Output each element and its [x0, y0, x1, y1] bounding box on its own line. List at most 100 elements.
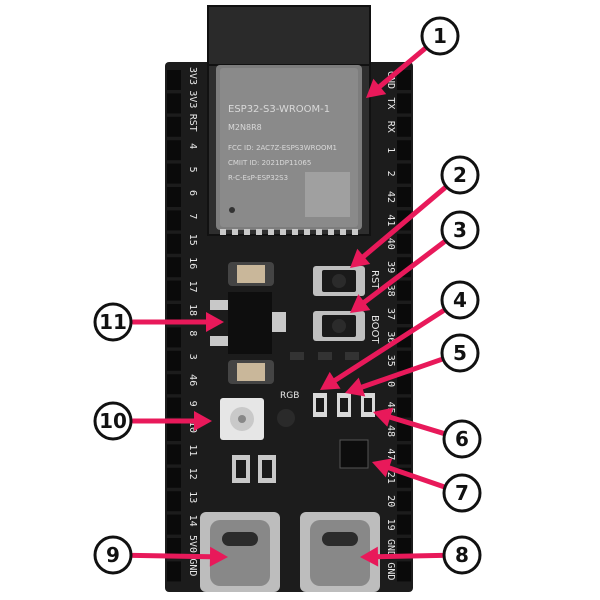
callout-arrowhead	[366, 78, 387, 98]
left-pin-label: 5	[187, 167, 198, 173]
right-pin-label: 45	[385, 402, 396, 414]
callout-arrowhead	[373, 407, 394, 427]
right-pin-label: 20	[385, 495, 396, 507]
callout-number: 3	[453, 218, 467, 242]
pin	[397, 491, 411, 512]
callout-arrowhead	[350, 248, 371, 268]
callout-5: 5	[345, 333, 480, 397]
callout-number: 8	[455, 543, 469, 567]
pin	[397, 187, 411, 207]
rst-button[interactable]	[313, 266, 365, 296]
usb-c-right	[300, 512, 380, 592]
callout-8: 8	[360, 535, 482, 575]
pin	[167, 397, 181, 418]
right-pin-label: 48	[385, 425, 396, 437]
module-line4: CMIIT ID: 2021DP11065	[228, 159, 311, 167]
pin	[397, 444, 411, 465]
pin	[397, 374, 411, 395]
pin	[167, 561, 181, 582]
left-pin-label: RST	[187, 114, 198, 132]
boot-silk-label: BOOT	[369, 315, 380, 344]
right-pin-label: 40	[385, 238, 396, 250]
qr-code	[305, 172, 350, 217]
pin	[397, 93, 411, 114]
left-pin-label: 3	[187, 354, 198, 360]
pin	[167, 116, 181, 137]
pin	[167, 93, 181, 114]
callout-arrowhead	[350, 294, 371, 313]
led-1	[313, 393, 327, 417]
pin	[397, 70, 411, 90]
left-pin-label: 14	[187, 515, 198, 527]
rgb-silk-label: RGB	[280, 391, 299, 401]
right-pin-label: GND	[385, 562, 396, 580]
callout-arrowhead	[209, 546, 228, 567]
callout-arrow	[130, 552, 221, 560]
callout-10: 10	[93, 401, 212, 441]
left-pin-label: 12	[187, 468, 198, 480]
callout-number: 7	[455, 481, 469, 505]
pin	[397, 350, 411, 371]
left-pin-labels: 3V33V3RST4567151617188346910111213145V0G…	[187, 67, 198, 576]
usb-c-left	[200, 512, 280, 592]
left-pin-label: 7	[187, 213, 198, 219]
right-pin-label: 42	[385, 191, 396, 203]
callout-4: 4	[320, 280, 480, 390]
usb-chip	[339, 439, 369, 469]
pin	[167, 514, 181, 535]
rst-silk-label: RST	[369, 270, 380, 290]
callout-arrow	[355, 185, 448, 265]
capacitor-bottom	[228, 360, 274, 384]
right-pin-label: 36	[385, 331, 396, 343]
callout-arrow	[351, 357, 444, 393]
diodes	[232, 455, 276, 483]
pin	[167, 140, 181, 161]
callout-1: 1	[366, 16, 460, 98]
right-pin-label: 19	[385, 519, 396, 531]
pin	[167, 350, 181, 371]
callout-3: 3	[350, 210, 480, 313]
callout-arrow	[371, 46, 428, 95]
pin	[167, 280, 181, 301]
right-pin-label: 35	[385, 355, 396, 367]
left-pin-label: 3V3	[187, 67, 198, 85]
callout-circle	[93, 401, 133, 441]
pin	[167, 491, 181, 512]
left-pin-label: 3V3	[187, 90, 198, 108]
pin	[167, 467, 181, 488]
pin	[167, 327, 181, 348]
mount-hole	[277, 409, 295, 427]
right-pin-header	[397, 70, 411, 582]
left-pin-label: 11	[187, 444, 198, 456]
right-pin-labels: GNDTXRX1242414039383736350454847212019GN…	[385, 71, 396, 580]
pin	[167, 257, 181, 278]
right-pin-label: 21	[385, 472, 396, 484]
boot-button[interactable]	[313, 311, 365, 341]
callout-number: 11	[99, 310, 127, 334]
callout-7: 7	[372, 458, 482, 513]
callout-circle	[440, 210, 480, 250]
left-pin-label: 10	[187, 421, 198, 433]
pin	[397, 421, 411, 441]
capacitor-top	[228, 262, 274, 286]
left-pin-label: 9	[187, 401, 198, 407]
right-pin-label: 41	[385, 214, 396, 226]
left-pin-label: GND	[187, 558, 198, 576]
pin	[167, 538, 181, 558]
left-pin-label: 15	[187, 234, 198, 246]
pin	[397, 397, 411, 418]
callout-circle	[93, 535, 133, 575]
callout-number: 4	[453, 288, 467, 312]
callout-arrowhead	[194, 411, 212, 431]
pin	[397, 304, 411, 324]
callout-number: 5	[453, 341, 467, 365]
callout-arrow	[355, 239, 447, 310]
right-pin-label: TX	[385, 97, 396, 109]
pin	[167, 70, 181, 90]
callout-2: 2	[350, 155, 480, 268]
callout-number: 1	[433, 24, 447, 48]
left-pin-label: 13	[187, 491, 198, 503]
module-line5: R-C-EsP-ESP32S3	[228, 174, 288, 182]
